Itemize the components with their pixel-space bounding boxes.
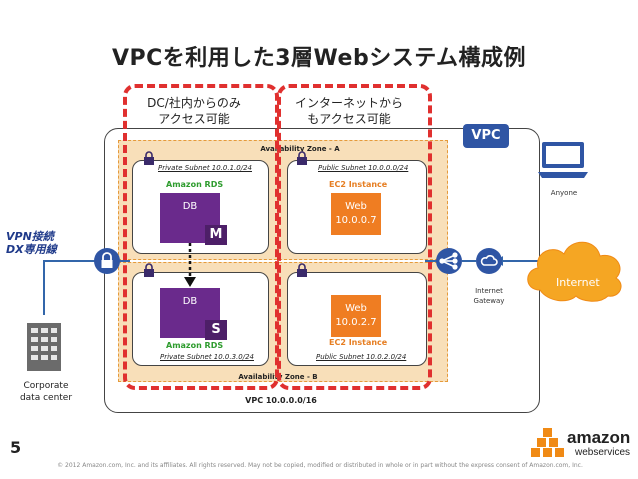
public-subnet-a-label: Public Subnet 10.0.0.0/24: [318, 164, 409, 172]
public-subnet-b-lock-icon: [297, 263, 307, 277]
internet-zone-line1: インターネットから: [294, 96, 403, 110]
web-server-a-ip: 10.0.0.7: [335, 215, 377, 226]
db-master-label: DB: [182, 201, 198, 212]
vpn-label: VPN接続 DX専用線: [6, 230, 57, 256]
aws-cubes-logo-icon: [531, 428, 564, 457]
web-server-b-name: Web: [345, 303, 367, 314]
corporate-label-line2: data center: [19, 393, 73, 403]
public-subnet-a-lock-icon: [297, 151, 307, 165]
internet-cloud-label: Internet: [556, 276, 600, 289]
internet-gateway-label-line1: Internet: [475, 287, 503, 295]
vpc-tag: VPC: [463, 124, 509, 148]
internet-gateway-label-line2: Gateway: [473, 297, 505, 305]
internet-zone-heading: インターネットから もアクセス可能: [286, 95, 412, 127]
corporate-label: Corporate data center: [14, 380, 78, 404]
corporate-building-icon: [27, 323, 61, 371]
page-number: 5: [10, 438, 22, 457]
web-server-a-name: Web: [345, 201, 367, 212]
internet-access-zone: [277, 84, 432, 390]
internal-zone-line1: DC/社内からのみ: [147, 96, 241, 110]
internet-gateway-label: Internet Gateway: [466, 286, 512, 306]
router-icon: [436, 248, 462, 274]
web-server-a: Web 10.0.0.7: [331, 193, 381, 235]
availability-zone-a-label: Availability Zone - A: [260, 145, 340, 153]
private-subnet-a-lock-icon: [144, 151, 154, 165]
internal-zone-heading: DC/社内からのみ アクセス可能: [136, 95, 252, 127]
vpc-cidr-label: VPC 10.0.0.0/16: [245, 396, 317, 405]
internet-cloud-icon: [527, 241, 622, 302]
db-standby-label: DB: [182, 296, 198, 307]
db-standby-badge: S: [205, 320, 227, 340]
internet-gateway-icon: [476, 248, 502, 274]
web-server-b-ip: 10.0.2.7: [335, 317, 377, 328]
copyright-footer: © 2012 Amazon.com, Inc. and its affiliat…: [57, 462, 583, 469]
anyone-label: Anyone: [550, 189, 578, 197]
aws-logo-word1: amazon: [567, 428, 631, 447]
private-subnet-b-lock-icon: [144, 263, 154, 277]
internet-zone-line2: もアクセス可能: [307, 112, 391, 126]
private-subnet-a-label: Private Subnet 10.0.1.0/24: [158, 164, 252, 172]
rds-label-b: Amazon RDS: [166, 341, 224, 350]
db-replication-arrow: [184, 243, 196, 287]
web-server-b: Web 10.0.2.7: [331, 295, 381, 337]
private-subnet-b-label: Private Subnet 10.0.3.0/24: [160, 353, 254, 361]
db-master-badge: M: [205, 225, 227, 245]
aws-logo-word2: webservices: [575, 447, 631, 458]
ec2-label-a: EC2 Instance: [329, 180, 388, 189]
corporate-label-line1: Corporate: [23, 381, 69, 391]
vpn-gateway-lock-icon: [94, 248, 120, 274]
vpn-label-line2: DX専用線: [6, 243, 57, 256]
rds-label-a: Amazon RDS: [166, 180, 224, 189]
ec2-label-b: EC2 Instance: [329, 338, 388, 347]
internal-zone-line2: アクセス可能: [158, 112, 230, 126]
vpn-label-line1: VPN接続: [6, 230, 54, 243]
diagram-title: VPCを利用した3層Webシステム構成例: [111, 46, 527, 71]
public-subnet-b-label: Public Subnet 10.0.2.0/24: [316, 353, 407, 361]
laptop-icon: [538, 142, 588, 178]
